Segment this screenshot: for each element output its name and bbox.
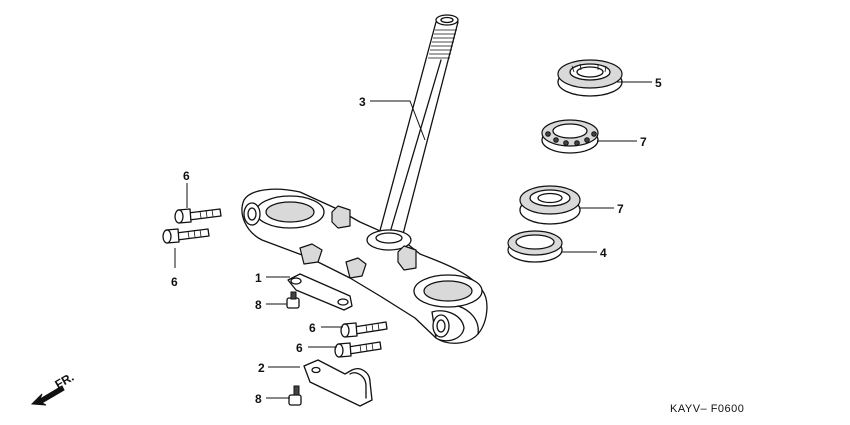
front-direction-arrow-icon: [30, 385, 65, 406]
diagram-code: KAYV– F0600: [670, 403, 744, 415]
callout-6-bottom-left: 6: [171, 275, 178, 289]
leader-lines: [174, 81, 652, 399]
dust-seal: [557, 59, 623, 97]
callout-7-lower: 7: [617, 202, 624, 216]
screw-upper: [286, 291, 300, 309]
callout-6-top-left: 6: [183, 169, 190, 183]
screw-lower: [288, 385, 302, 406]
callout-7-upper: 7: [640, 135, 647, 149]
hose-clamp-bracket: [303, 359, 373, 407]
lower-dust-seal: [507, 230, 563, 263]
callout-3: 3: [359, 95, 366, 109]
callout-2: 2: [258, 361, 265, 375]
pinch-bolt-upper-left: [174, 208, 222, 224]
callout-8-lower: 8: [255, 392, 262, 406]
callout-6-front-upper: 6: [309, 321, 316, 335]
callout-8-upper: 8: [255, 298, 262, 312]
upper-bearing: [541, 119, 599, 154]
steering-stem: [377, 14, 459, 239]
callout-5: 5: [655, 76, 662, 90]
lower-bearing: [519, 185, 581, 225]
callout-6-front-lower: 6: [296, 341, 303, 355]
direction-label: FR.: [53, 370, 77, 392]
pinch-bolt-lower-left: [162, 228, 210, 244]
pinch-bolt-front-upper: [340, 321, 388, 338]
brake-hose-guide: [287, 273, 353, 311]
bottom-bridge: [241, 188, 488, 344]
pinch-bolt-front-lower: [334, 341, 382, 358]
callout-1: 1: [255, 271, 262, 285]
callout-4: 4: [600, 246, 607, 260]
